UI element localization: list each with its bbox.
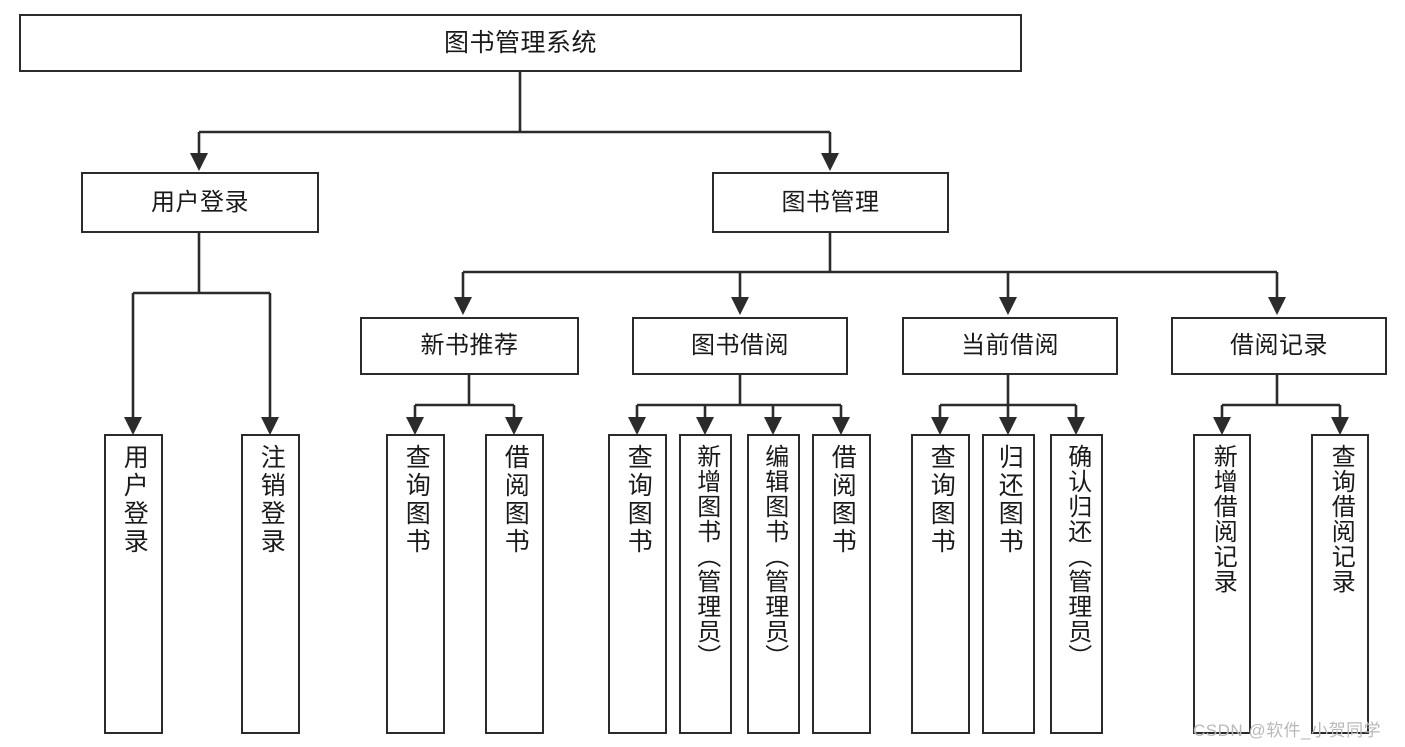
node-label: 借阅图书	[501, 444, 530, 556]
node-new-book-recommend[interactable]: 新书推荐	[360, 317, 579, 375]
node-label: 查询图书	[624, 444, 653, 556]
node-label: 确认归还（管理员）	[1063, 444, 1091, 669]
leaf-query-book-borrow[interactable]: 查询图书	[608, 434, 667, 734]
node-label: 查询图书	[402, 444, 431, 556]
leaf-borrow-book-recommend[interactable]: 借阅图书	[485, 434, 544, 734]
leaf-query-book-recommend[interactable]: 查询图书	[386, 434, 445, 734]
node-current-borrow[interactable]: 当前借阅	[902, 317, 1118, 375]
node-book-borrow[interactable]: 图书借阅	[632, 317, 848, 375]
leaf-return-book[interactable]: 归还图书	[982, 434, 1035, 734]
node-label: 图书管理系统	[443, 28, 597, 57]
leaf-query-borrow-record[interactable]: 查询借阅记录	[1311, 434, 1369, 734]
leaf-borrow-book[interactable]: 借阅图书	[812, 434, 871, 734]
node-label: 借阅图书	[828, 444, 857, 556]
node-label: 编辑图书（管理员）	[760, 444, 788, 669]
node-label: 图书管理	[781, 188, 880, 216]
node-root-book-management-system[interactable]: 图书管理系统	[19, 14, 1022, 72]
node-label: 注销登录	[257, 444, 286, 556]
csdn-watermark: CSDN @软件_小贺同学	[1193, 721, 1382, 740]
node-label: 借阅记录	[1230, 332, 1328, 360]
node-borrow-record[interactable]: 借阅记录	[1171, 317, 1387, 375]
leaf-add-book-admin[interactable]: 新增图书（管理员）	[679, 434, 732, 734]
node-label: 新书推荐	[420, 332, 519, 360]
node-label: 查询借阅记录	[1327, 444, 1355, 594]
leaf-edit-book-admin[interactable]: 编辑图书（管理员）	[747, 434, 800, 734]
node-user-login[interactable]: 用户登录	[81, 172, 319, 233]
node-label: 新增图书（管理员）	[692, 444, 720, 669]
node-label: 归还图书	[995, 444, 1024, 556]
node-label: 当前借阅	[961, 332, 1059, 360]
leaf-user-login[interactable]: 用户登录	[104, 434, 163, 734]
node-label: 查询图书	[927, 444, 956, 556]
node-book-management[interactable]: 图书管理	[712, 172, 949, 233]
node-label: 用户登录	[151, 188, 249, 216]
node-label: 图书借阅	[691, 332, 789, 360]
leaf-logout-login[interactable]: 注销登录	[241, 434, 300, 734]
node-label: 用户登录	[120, 444, 149, 556]
leaf-confirm-return-admin[interactable]: 确认归还（管理员）	[1050, 434, 1103, 734]
leaf-query-book-current[interactable]: 查询图书	[911, 434, 970, 734]
leaf-add-borrow-record[interactable]: 新增借阅记录	[1193, 434, 1251, 734]
node-label: 新增借阅记录	[1209, 444, 1237, 594]
